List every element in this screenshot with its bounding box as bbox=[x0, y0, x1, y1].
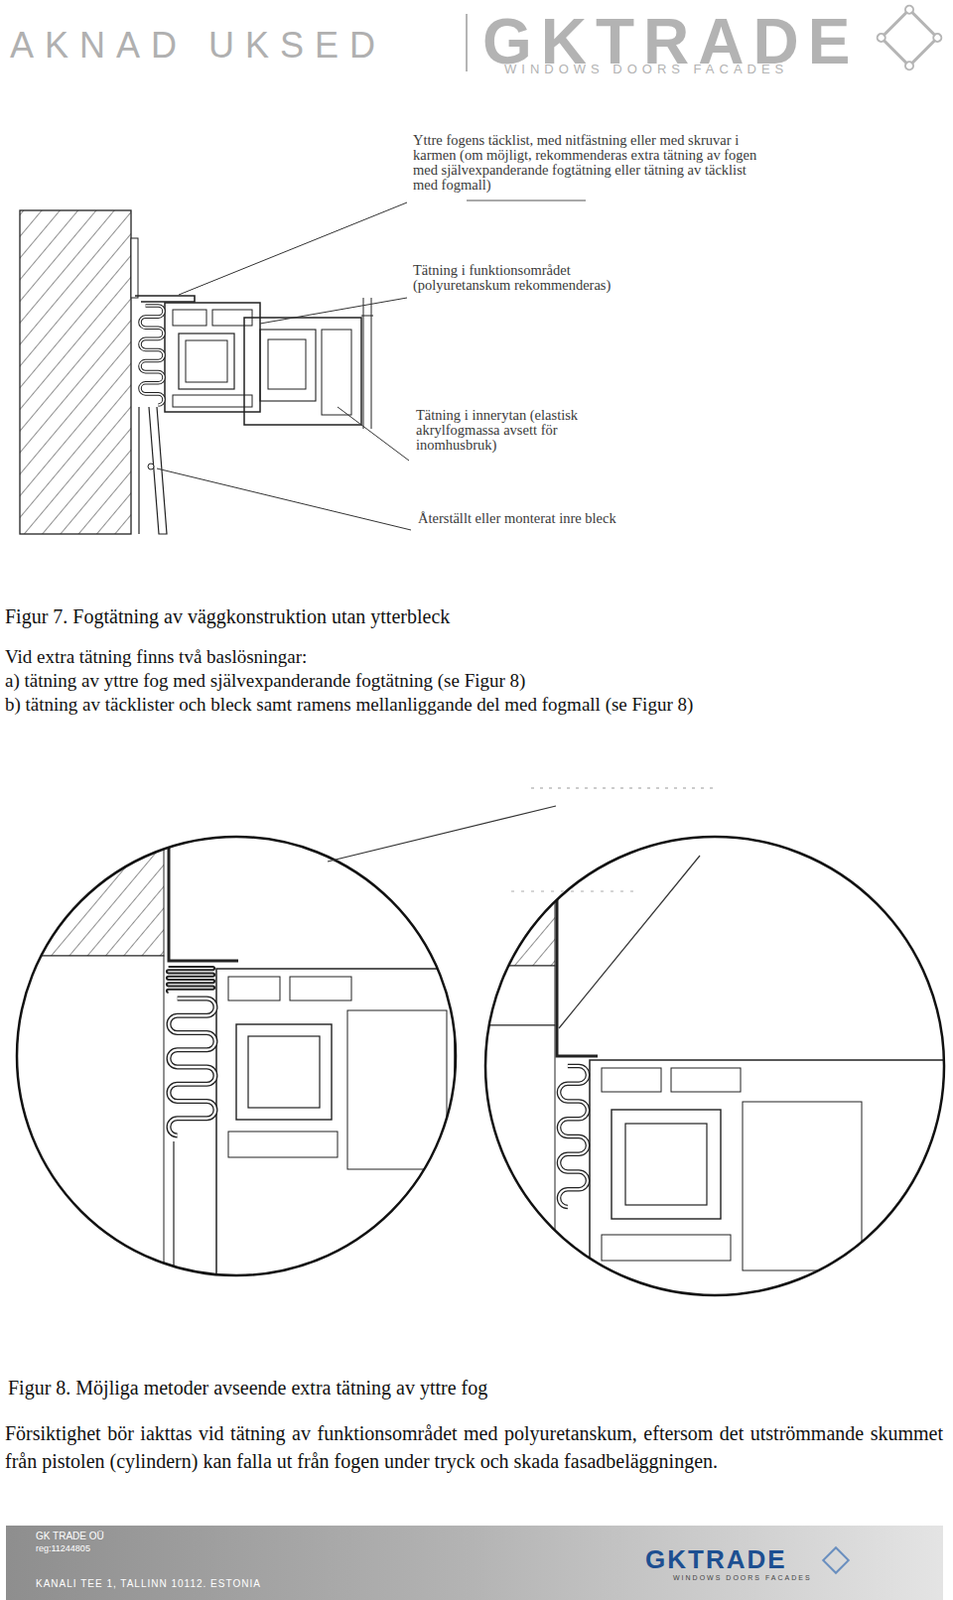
leader-line bbox=[178, 202, 408, 295]
frame-chamber bbox=[289, 976, 352, 1001]
window-frame bbox=[164, 302, 261, 412]
plaster-line bbox=[172, 1141, 174, 1291]
footer-tagline: WINDOWS DOORS FACADES bbox=[673, 1574, 813, 1583]
foam-seal bbox=[168, 998, 216, 1136]
figure-caption: Figur 7. Fogtätning av väggkonstruktion … bbox=[4, 604, 450, 629]
diamond-frame bbox=[881, 9, 939, 67]
angle-profile bbox=[168, 836, 239, 961]
plaster-line bbox=[137, 407, 139, 535]
diamond-dot bbox=[903, 60, 915, 72]
wall bbox=[19, 210, 132, 535]
steel-core bbox=[185, 340, 228, 383]
faint-mark bbox=[531, 787, 715, 790]
sash bbox=[244, 317, 362, 425]
frame-chamber bbox=[178, 333, 235, 390]
diamond-dot bbox=[903, 3, 915, 15]
frame-chamber bbox=[172, 395, 253, 408]
callout-text: Tätning i innerytan (elastisk akrylfogma… bbox=[415, 408, 620, 453]
figure-caption: Figur 8. Möjliga metoder avseende extra … bbox=[7, 1375, 488, 1400]
sash-chamber bbox=[260, 329, 316, 402]
detail-circle bbox=[485, 836, 953, 1319]
foam-seal-inner bbox=[139, 305, 164, 406]
body-text: Vid extra tätning finns två baslösningar… bbox=[4, 646, 307, 670]
callout-text: Återställt eller monterat inre bleck bbox=[417, 510, 617, 528]
foam-seal-inner bbox=[168, 998, 216, 1136]
foam-seal-line bbox=[168, 998, 216, 1136]
window-section-drawing bbox=[19, 200, 586, 535]
steel-core bbox=[625, 1123, 707, 1206]
footer-text: KANALI TEE 1, TALLINN 10112. ESTONIA bbox=[35, 1578, 262, 1591]
diamond-dot bbox=[875, 31, 887, 43]
diamond-frame bbox=[822, 1547, 848, 1573]
cover-strip bbox=[135, 295, 195, 302]
leader-line bbox=[260, 297, 408, 324]
frame-chamber bbox=[671, 1068, 741, 1092]
detail-circle bbox=[16, 836, 456, 1291]
sash bbox=[742, 1101, 862, 1271]
fastener-dot bbox=[147, 463, 154, 470]
footer-band bbox=[5, 1525, 944, 1600]
leader-line bbox=[156, 468, 411, 531]
brand-tagline: WINDOWS DOORS FACADES bbox=[504, 61, 789, 78]
brand-text: AKNAD UKSED bbox=[9, 23, 387, 67]
glass bbox=[371, 297, 373, 429]
leader-line bbox=[558, 855, 700, 1029]
plaster-strip bbox=[131, 238, 138, 298]
wall bbox=[16, 836, 164, 956]
leader-line bbox=[327, 806, 556, 862]
footer-text: reg:11244805 bbox=[35, 1543, 91, 1555]
footer-logo-text: GKTRADE bbox=[645, 1544, 788, 1576]
footer-text: GK TRADE OÜ bbox=[35, 1530, 105, 1543]
foam-seal-line bbox=[558, 1066, 588, 1208]
leader-line bbox=[337, 407, 409, 461]
frame-chamber bbox=[601, 1234, 731, 1261]
foam-seal bbox=[558, 1066, 588, 1208]
plaster bbox=[16, 955, 164, 1284]
body-text: Försiktighet bör iakttas vid tätning av … bbox=[4, 1419, 944, 1476]
foam-seal-inner bbox=[558, 1066, 588, 1208]
list-item: a) tätning av yttre fog med självexpande… bbox=[4, 670, 526, 693]
foam-seal-line bbox=[139, 305, 164, 406]
detail-outline bbox=[485, 836, 945, 1296]
sash bbox=[347, 1010, 447, 1170]
faint-mark bbox=[511, 890, 636, 893]
steel-core bbox=[268, 339, 306, 390]
list-item: b) tätning av täcklister och bleck samt … bbox=[4, 693, 693, 717]
steel-core bbox=[248, 1036, 320, 1108]
frame-chamber bbox=[611, 1109, 721, 1220]
window-frame bbox=[216, 968, 455, 1287]
foam-seal-line bbox=[166, 966, 215, 993]
frame-chamber bbox=[228, 1131, 338, 1158]
diamond-dot bbox=[932, 31, 944, 43]
window-frame bbox=[589, 1060, 953, 1319]
foam-seal bbox=[139, 305, 164, 406]
footer-background bbox=[5, 1525, 944, 1600]
divider-line bbox=[465, 13, 468, 72]
frame-chamber bbox=[228, 976, 280, 1001]
glazing-bead bbox=[321, 329, 352, 415]
diamond-logo bbox=[822, 1547, 848, 1573]
leader-line bbox=[466, 200, 586, 202]
detail-outline bbox=[16, 836, 456, 1276]
callout-text: Tätning i funktionsområdet (polyuretansk… bbox=[412, 263, 647, 293]
callout-text: Yttre fogens täcklist, med nitfästning e… bbox=[412, 133, 763, 193]
frame-chamber bbox=[236, 1024, 332, 1120]
expanding-tape bbox=[166, 966, 215, 993]
diamond-logo bbox=[875, 3, 944, 72]
glass bbox=[363, 297, 365, 429]
frame-chamber bbox=[601, 1068, 662, 1092]
plaster bbox=[485, 1025, 555, 1304]
frame-chamber bbox=[172, 309, 207, 326]
